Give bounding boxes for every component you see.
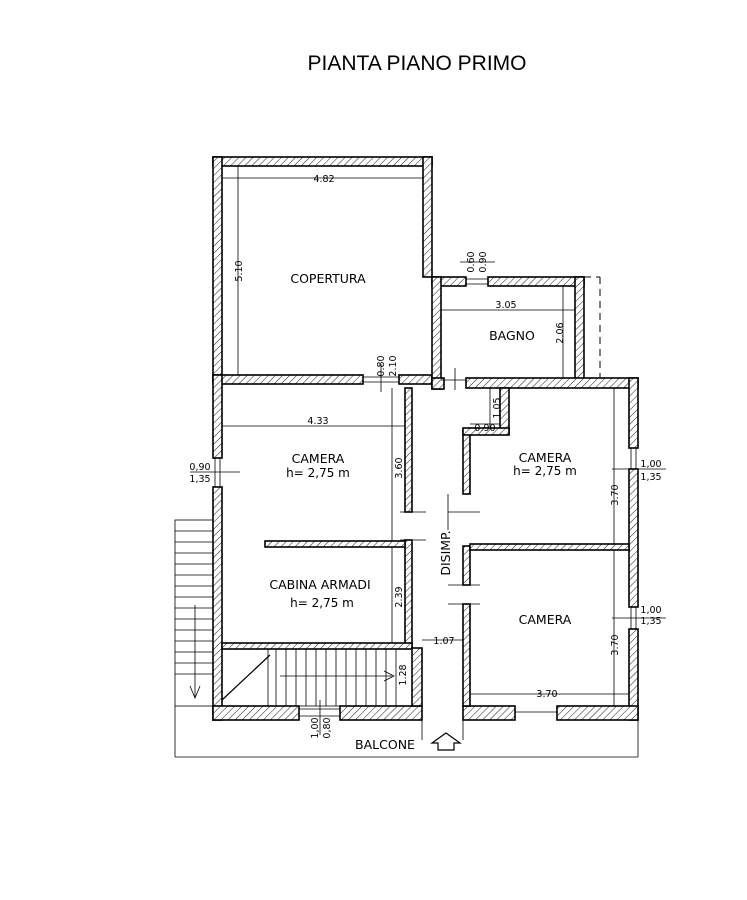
entrance-arrow-icon (430, 732, 462, 751)
dim-door-balcone-w: 1,00 (310, 717, 321, 738)
dim-camera-right-bottom-height: 3.70 (610, 634, 621, 655)
dim-bagno-height: 2.06 (555, 322, 566, 343)
dim-corridor-width: 1.07 (433, 636, 454, 647)
room-label-bagno: BAGNO (489, 328, 535, 343)
dim-camera-left-width: 4.33 (307, 416, 328, 427)
room-height-camera-right-top: h= 2,75 m (513, 464, 577, 478)
plan-title: PIANTA PIANO PRIMO (308, 52, 527, 75)
dim-closet-depth: 1.05 (492, 397, 503, 418)
dashed-outline (584, 276, 601, 378)
dimension-lines (190, 166, 666, 740)
room-label-cabina-armadi: CABINA ARMADI (269, 577, 370, 592)
dim-bagno-window-w: 0.60 (466, 251, 477, 272)
room-label-camera-right-bottom: CAMERA (519, 612, 572, 627)
room-label-balcone: BALCONE (355, 737, 415, 752)
room-label-copertura: COPERTURA (290, 271, 366, 286)
dim-camera-right-bottom-width: 3.70 (536, 689, 557, 700)
dim-closet-width: 0.90 (474, 423, 495, 434)
room-label-disimpegno: DISIMP. (438, 530, 453, 575)
dim-window-right-bottom-h: 1,35 (640, 616, 661, 627)
external-stair (174, 519, 214, 707)
balcony-outline (174, 706, 639, 758)
dim-stair-height: 1.28 (398, 664, 409, 685)
dim-window-right-top-h: 1,35 (640, 472, 661, 483)
windows (214, 278, 637, 717)
dim-door-copertura-w: 0.80 (376, 355, 387, 376)
dim-camera-right-top-height: 3.70 (610, 484, 621, 505)
dim-bagno-width: 3.05 (495, 300, 516, 311)
dim-window-right-bottom-w: 1,00 (640, 605, 661, 616)
dim-window-left-h: 1,35 (189, 474, 210, 485)
room-height-camera-left: h= 2,75 m (286, 466, 350, 480)
dim-copertura-height: 5.10 (234, 260, 245, 281)
dim-camera-left-height: 3.60 (394, 457, 405, 478)
dim-window-right-top-w: 1,00 (640, 459, 661, 470)
walls (212, 156, 639, 721)
dim-cabina-height: 2.39 (394, 586, 405, 607)
dim-door-balcone-h: 0,80 (322, 717, 333, 738)
internal-stair (221, 648, 413, 707)
dim-bagno-window-h: 0.90 (478, 251, 489, 272)
room-height-cabina-armadi: h= 2,75 m (290, 596, 354, 610)
dim-window-left-w: 0,90 (189, 462, 210, 473)
room-label-camera-left: CAMERA (292, 451, 345, 466)
dim-copertura-width: 4.82 (313, 174, 334, 185)
room-label-camera-right-top: CAMERA (519, 450, 572, 465)
dim-door-copertura-h: 2.10 (388, 355, 399, 376)
